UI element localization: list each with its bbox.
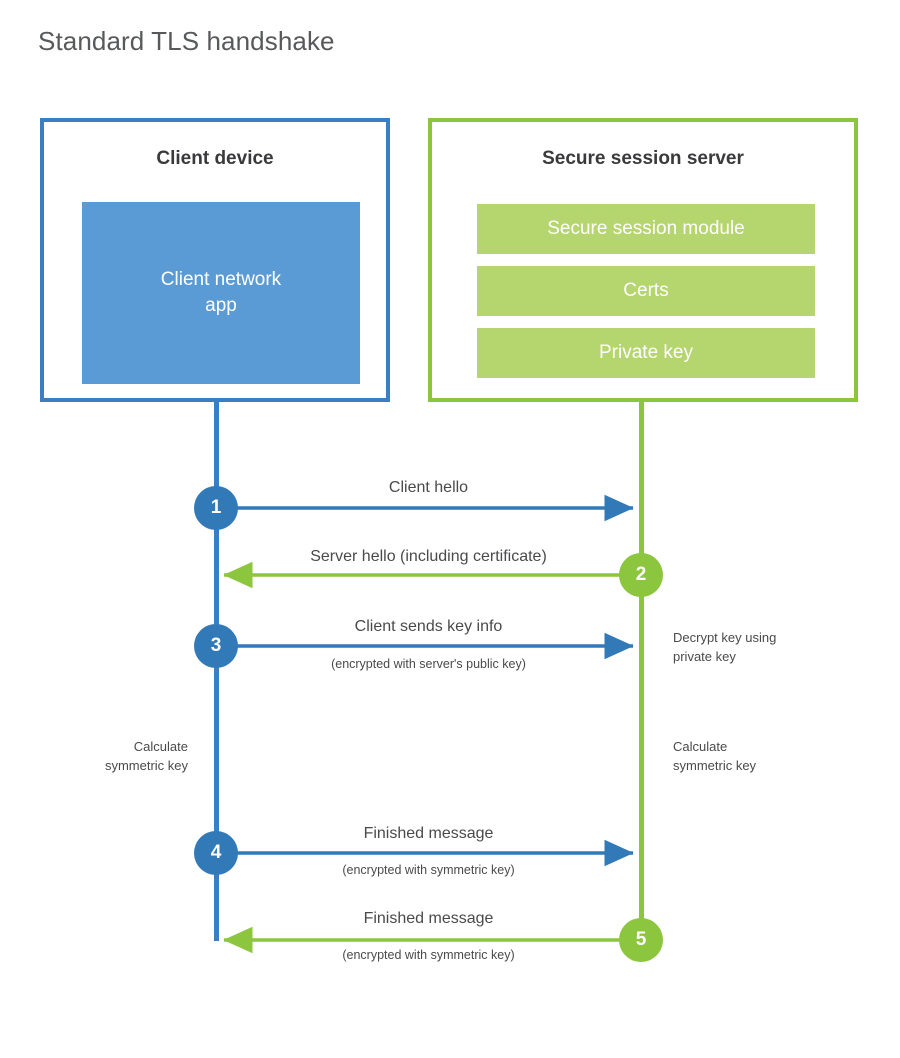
server-component-private-key: Private key — [477, 328, 815, 378]
secure-session-server-box: Secure session server Secure session mod… — [428, 118, 858, 402]
server-component-label: Certs — [623, 280, 669, 301]
server-lifeline — [639, 400, 644, 941]
secure-session-server-title: Secure session server — [542, 148, 744, 169]
client-device-title: Client device — [156, 148, 274, 169]
message-sublabel-5: (encrypted with symmetric key) — [342, 948, 515, 962]
step-number: 5 — [635, 929, 647, 950]
server-component-label: Private key — [599, 342, 693, 363]
message-sublabel-3: (encrypted with server's public key) — [331, 657, 526, 671]
client-lifeline — [214, 400, 219, 941]
step-marker-5[interactable]: 5 — [619, 918, 663, 962]
message-label-1: Client hello — [388, 479, 469, 496]
step-number: 4 — [210, 842, 222, 863]
server-component-certs: Certs — [477, 266, 815, 316]
step-number: 1 — [210, 497, 222, 518]
server-component-secure-session-module: Secure session module — [477, 204, 815, 254]
client-network-app-block: Client network app — [82, 202, 360, 384]
step-number: 3 — [210, 635, 222, 656]
client-network-app-label: Client network app — [160, 269, 282, 316]
page-title: Standard TLS handshake — [38, 26, 335, 56]
annotation-client-calculate-symmetric-key: Calculate symmetric key — [104, 739, 188, 773]
message-label-2: Server hello (including certificate) — [310, 548, 547, 565]
message-label-3: Client sends key info — [354, 618, 503, 635]
step-marker-1[interactable]: 1 — [194, 486, 238, 530]
step-marker-3[interactable]: 3 — [194, 624, 238, 668]
client-device-box: Client device Client network app — [40, 118, 390, 402]
message-sublabel-4: (encrypted with symmetric key) — [342, 863, 515, 877]
step-marker-4[interactable]: 4 — [194, 831, 238, 875]
server-component-label: Secure session module — [547, 218, 745, 239]
message-label-4: Finished message — [363, 825, 494, 842]
message-label-5: Finished message — [363, 910, 494, 927]
annotation-decrypt-key: Decrypt key using private key — [673, 630, 777, 664]
annotation-server-calculate-symmetric-key: Calculate symmetric key — [673, 739, 757, 773]
step-number: 2 — [635, 564, 647, 585]
step-marker-2[interactable]: 2 — [619, 553, 663, 597]
